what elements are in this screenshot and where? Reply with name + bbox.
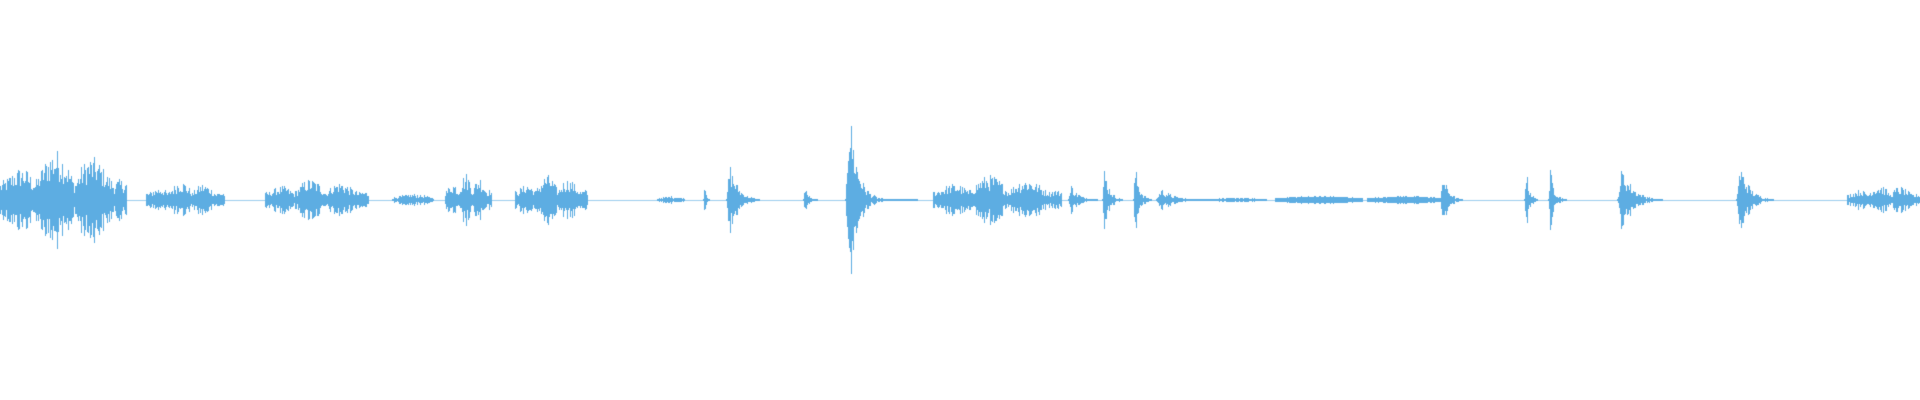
audio-waveform[interactable] [0,0,1920,400]
